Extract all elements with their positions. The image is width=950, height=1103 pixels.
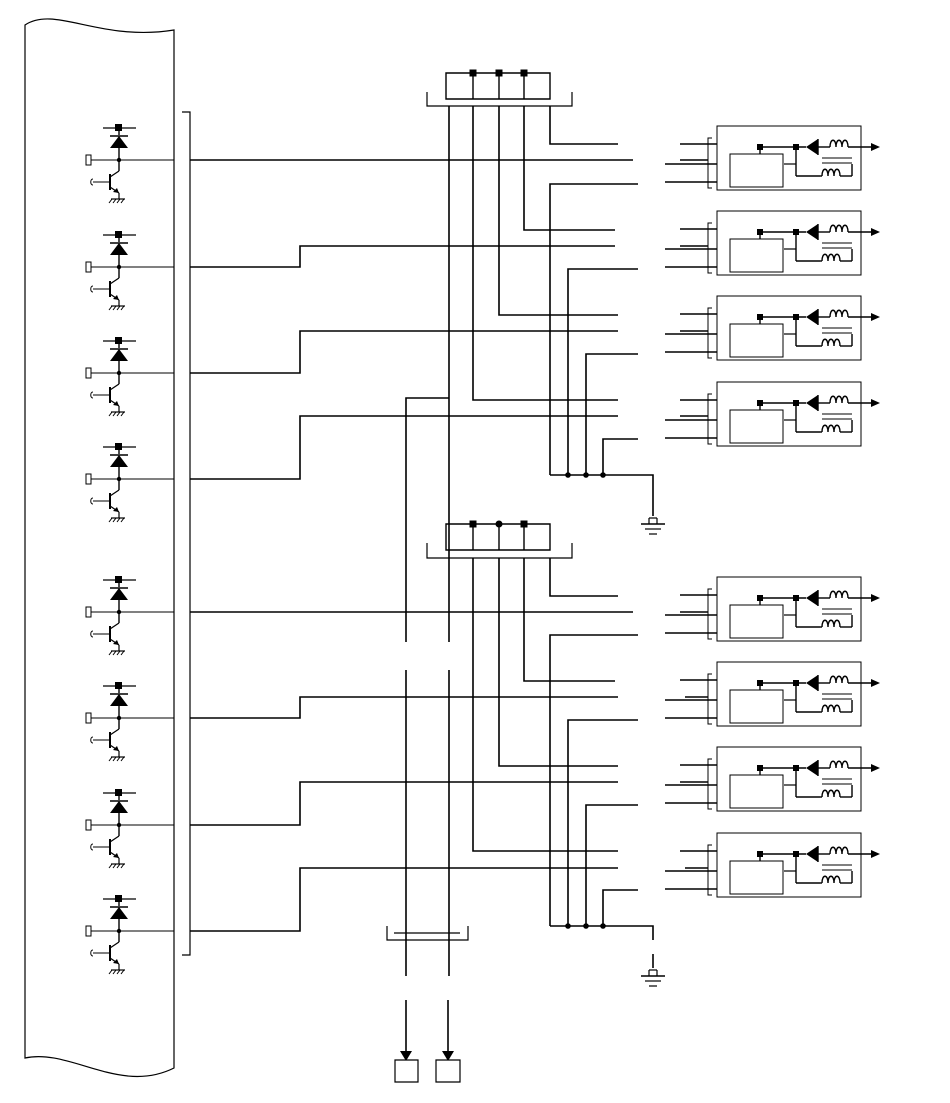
- load-module-6: [664, 661, 881, 727]
- upper-bus-junctions: [565, 472, 606, 478]
- load-module-8: [664, 832, 881, 898]
- output-arrow-1: [400, 1051, 412, 1061]
- load-modules-upper: [664, 125, 881, 447]
- output-arrow-2: [442, 1051, 454, 1061]
- upper-bus-wires: [406, 106, 653, 630]
- load-module-3: [664, 295, 881, 361]
- load-modules-lower: [664, 576, 881, 898]
- output-connector-bracket: [387, 926, 468, 940]
- left-connector-bracket: [182, 112, 190, 955]
- load-input-stubs: [680, 160, 708, 868]
- load-module-4: [664, 381, 881, 447]
- load-module-2: [664, 210, 881, 276]
- load-module-7: [664, 746, 881, 812]
- lower-bus-wires: [473, 558, 653, 968]
- load-module-5: [664, 576, 881, 642]
- lower-bus-junctions: [565, 923, 606, 929]
- output-lines: [406, 630, 449, 1052]
- control-unit-panel: [25, 19, 174, 1077]
- lower-junction-connector: [427, 520, 572, 558]
- ground-icon: [640, 969, 666, 987]
- load-module-1: [664, 125, 881, 191]
- ground-icon: [640, 517, 666, 535]
- output-terminal-1: [395, 1060, 418, 1082]
- signal-wires-upper: [190, 160, 633, 479]
- signal-wires-lower: [190, 612, 633, 931]
- upper-junction-connector: [427, 70, 572, 106]
- output-terminal-2: [436, 1060, 460, 1082]
